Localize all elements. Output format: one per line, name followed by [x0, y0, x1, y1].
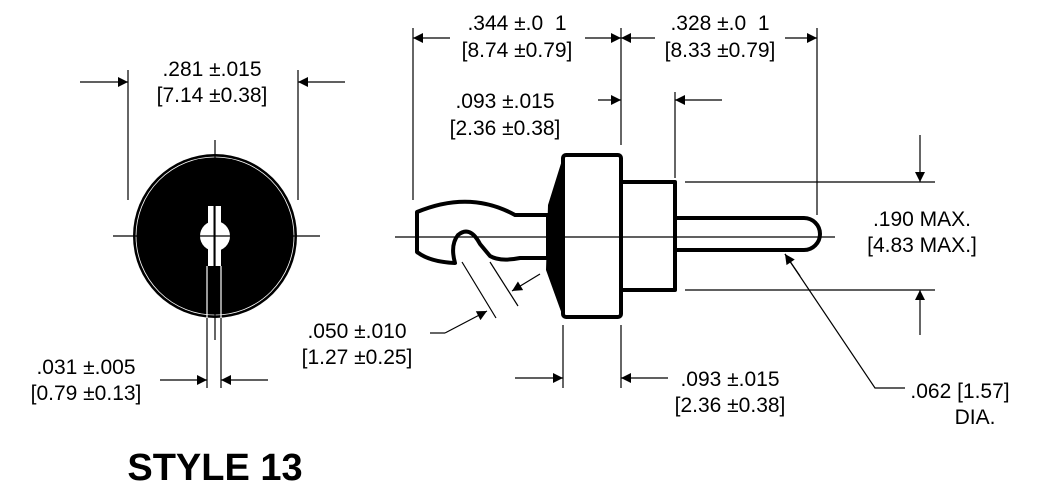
hook	[415, 199, 550, 265]
shaft-diameter-value: .062 [1.57]	[910, 380, 1009, 403]
overall-diameter-inch: .281 ±.015	[162, 58, 261, 81]
shaft	[673, 216, 822, 252]
hook-length-inch: .344 ±.0 1	[467, 12, 566, 35]
hook-width-inch: .050 ±.010	[307, 320, 406, 343]
overall-diameter-mm: [7.14 ±0.38]	[157, 84, 268, 107]
slot-width-mm: [0.79 ±0.13]	[31, 382, 142, 405]
shaft-length-inch: .328 ±.0 1	[670, 12, 769, 35]
hub-diameter-inch: .190 MAX.	[873, 208, 971, 231]
hook-length-mm: [8.74 ±0.79]	[462, 39, 573, 62]
end-view	[80, 70, 345, 388]
slot-width-inch: .031 ±.005	[36, 356, 135, 379]
flange-length-inch: .093 ±.015	[680, 368, 779, 391]
hook-width-mm: [1.27 ±0.25]	[302, 346, 413, 369]
flange	[561, 153, 623, 319]
shaft-diameter-label: DIA.	[955, 406, 996, 429]
side-view	[395, 28, 935, 389]
flange-length-mm: [2.36 ±0.38]	[675, 394, 786, 417]
hub-diameter-mm: [4.83 MAX.]	[867, 234, 977, 257]
hub-length-inch: .093 ±.015	[455, 90, 554, 113]
style-title: STYLE 13	[127, 447, 302, 489]
shaft-length-mm: [8.33 ±0.79]	[665, 39, 776, 62]
hub-length-mm: [2.36 ±0.38]	[450, 117, 561, 140]
hub	[619, 180, 677, 292]
